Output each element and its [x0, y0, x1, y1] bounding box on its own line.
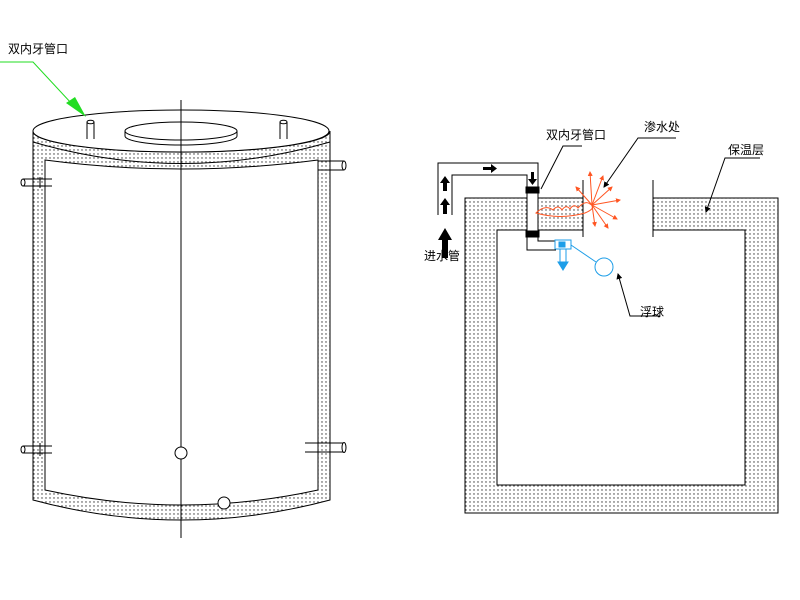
arrow-up-icon [440, 176, 450, 191]
opening-walls [582, 180, 654, 237]
float-valve [554, 239, 614, 277]
arrow-up-icon [438, 228, 452, 258]
drain-circle [217, 496, 231, 510]
green-leader-arrow [0, 61, 86, 117]
port-circle [174, 446, 188, 460]
label-left-fitting: 双内牙管口 [8, 42, 69, 56]
label-inlet-pipe: 进水管 [424, 249, 461, 263]
leak-indicator [535, 171, 621, 229]
float-ball-icon [594, 257, 614, 277]
arrow-up-icon [440, 198, 450, 214]
side-pipe-lower-left [20, 443, 52, 456]
top-pipe-left [86, 119, 95, 139]
fitting-cap-bottom [525, 230, 540, 238]
leader-float [616, 273, 660, 317]
side-pipe-upper-left [20, 177, 52, 188]
leader-fitting [540, 145, 582, 190]
insulation-layer [464, 197, 779, 514]
arrow-down-icon [557, 261, 569, 271]
inlet-pipe [437, 162, 539, 215]
label-insulation: 保温层 [728, 143, 765, 157]
side-pipe-upper-right [318, 160, 347, 171]
leak-spiral [535, 202, 594, 217]
leader-leak [603, 137, 676, 188]
top-pipe-right [279, 119, 288, 139]
leader-insulation [704, 157, 760, 213]
flow-arrows [438, 164, 537, 258]
label-right-fitting: 双内牙管口 [546, 128, 607, 142]
side-pipe-lower-right [305, 442, 347, 453]
label-float-ball: 浮球 [640, 305, 665, 319]
arrow-down-icon [528, 172, 537, 185]
water-tank [20, 100, 347, 538]
leak-burst-icon [575, 171, 621, 229]
outlet-pipe [526, 237, 556, 251]
tank-cross-section [437, 162, 779, 514]
leader-lines [540, 137, 760, 317]
arrow-right-icon [483, 164, 497, 173]
label-leak-point: 渗水处 [644, 120, 681, 134]
fitting-cap-top [525, 186, 540, 194]
